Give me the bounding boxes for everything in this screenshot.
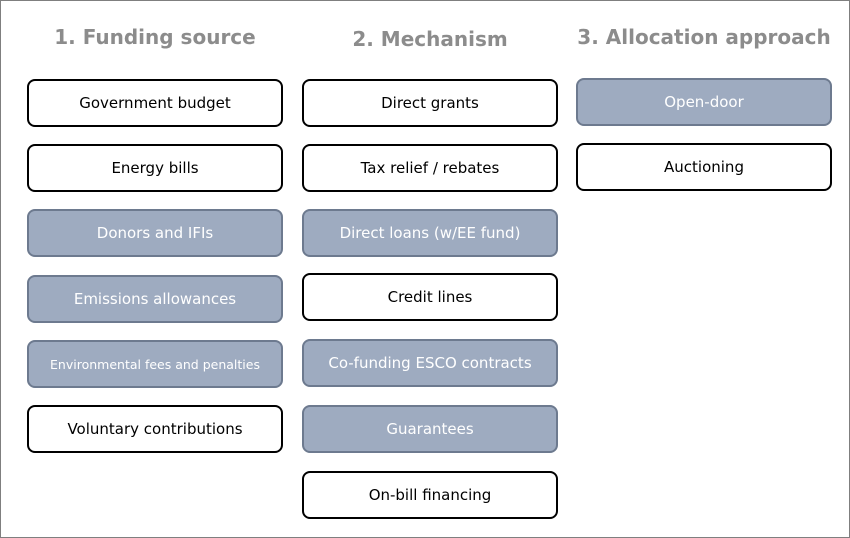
box-emissions-allowances: Emissions allowances: [27, 275, 283, 323]
box-donors-and-ifis: Donors and IFIs: [27, 209, 283, 257]
column-heading: 3. Allocation approach: [577, 25, 831, 49]
box-tax-relief: Tax relief / rebates: [302, 144, 558, 192]
box-credit-lines: Credit lines: [302, 273, 558, 321]
box-direct-loans: Direct loans (w/EE fund): [302, 209, 558, 257]
box-auctioning: Auctioning: [576, 143, 832, 191]
box-environmental-fees: Environmental fees and penalties: [27, 340, 283, 388]
box-on-bill-financing: On-bill financing: [302, 471, 558, 519]
box-guarantees: Guarantees: [302, 405, 558, 453]
box-voluntary-contributions: Voluntary contributions: [27, 405, 283, 453]
box-co-funding-esco: Co-funding ESCO contracts: [302, 339, 558, 387]
box-energy-bills: Energy bills: [27, 144, 283, 192]
column-heading: 1. Funding source: [54, 25, 256, 49]
box-open-door: Open-door: [576, 78, 832, 126]
box-government-budget: Government budget: [27, 79, 283, 127]
box-direct-grants: Direct grants: [302, 79, 558, 127]
column-heading: 2. Mechanism: [352, 27, 508, 51]
